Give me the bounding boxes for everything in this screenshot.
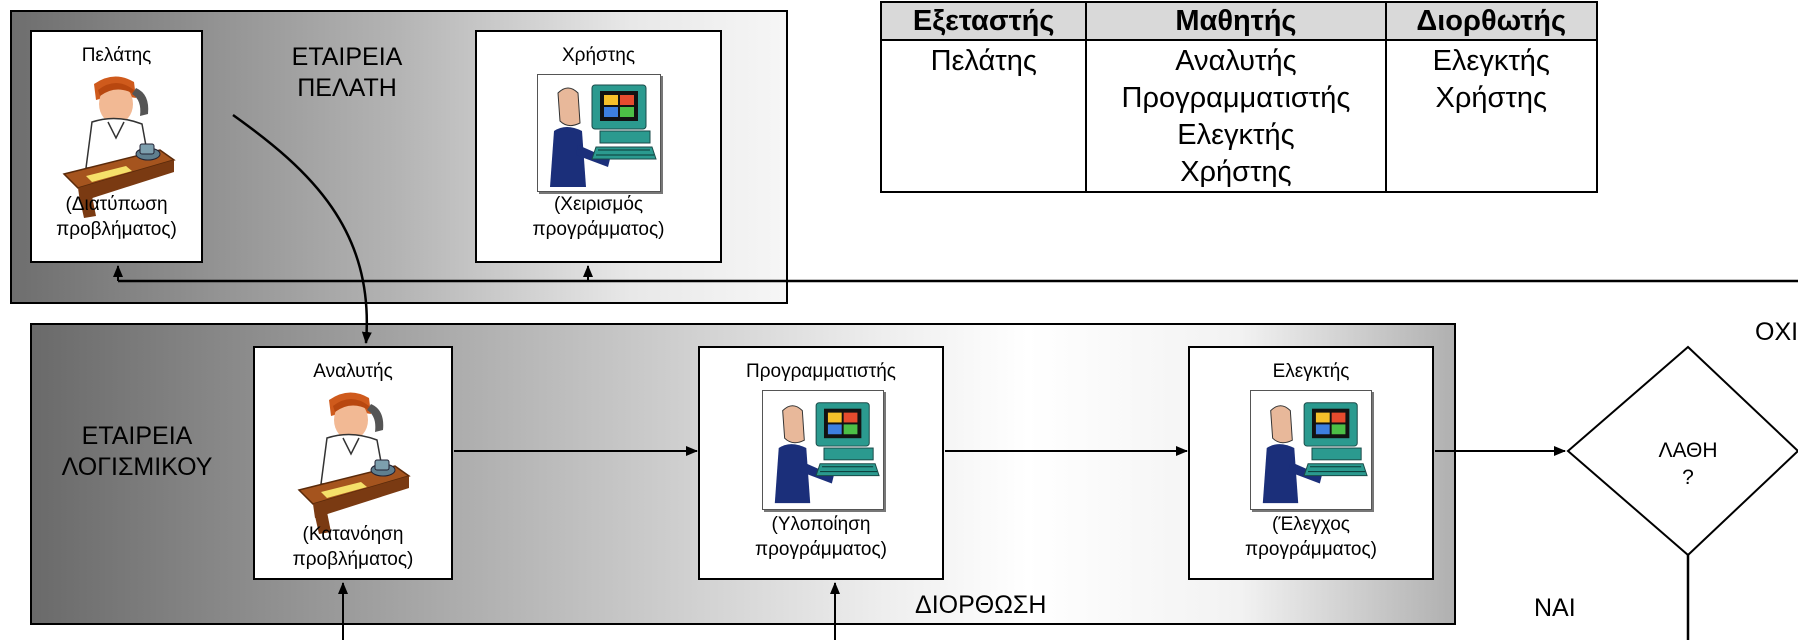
person-at-desk-on-phone-icon [62,76,176,218]
decision-label: ΛΑΘΗ ? [1608,437,1768,491]
examiner-cell: Πελάτης [879,39,1088,193]
user-caption-line1: (Χειρισμός [553,194,644,215]
student-item: Αναλυτής [1175,45,1297,77]
programmer-card-caption: (Υλοποίηση προγράμματος) [700,512,942,562]
user-card-title: Χρήστης [561,45,635,66]
examiner-item: Πελάτης [930,45,1037,77]
client-caption-line1: (Διατύπωση [65,194,168,215]
person-at-computer-icon [1262,402,1368,504]
programmer-caption-line1: (Υλοποίηση [771,514,871,535]
programmer-card: Προγραμματιστής (Υλοποίηση προγράμματος) [698,346,944,580]
software-company-label-line1: ΕΤΑΙΡΕΙΑ [81,422,193,450]
yes-label: ΝΑΙ [1534,594,1576,622]
client-card-title: Πελάτης [81,45,152,66]
programmer-card-title: Προγραμματιστής [746,361,896,382]
corrector-item: Χρήστης [1435,82,1547,114]
roles-table-header-row: Εξεταστής Μαθητής Διορθωτής [879,1,1598,41]
client-company-label-line2: ΠΕΛΑΤΗ [297,74,397,102]
analyst-card-title: Αναλυτής [313,361,393,382]
client-card-caption: (Διατύπωση προβλήματος) [32,192,201,242]
computer-user-frame [1250,390,1372,510]
corrector-item: Ελεγκτής [1432,45,1550,77]
header-corrector: Διορθωτής [1384,1,1598,41]
user-card-caption: (Χειρισμός προγράμματος) [477,192,720,242]
analyst-card: Αναλυτής (Κατανόηση προβλήματος) [253,346,453,580]
decision-label-line2: ? [1682,466,1694,489]
programmer-caption-line2: προγράμματος) [755,539,887,560]
computer-user-frame [762,390,884,510]
software-company-label: ΕΤΑΙΡΕΙΑ ΛΟΓΙΣΜΙΚΟΥ [52,421,222,483]
person-at-computer-icon [774,402,880,504]
student-item: Ελεγκτής [1177,119,1295,151]
analyst-card-caption: (Κατανόηση προβλήματος) [255,522,451,572]
header-student: Μαθητής [1085,1,1387,41]
student-item: Προγραμματιστής [1121,82,1351,114]
no-label: ΟΧΙ [1755,318,1798,346]
client-company-label-line1: ΕΤΑΙΡΕΙΑ [291,43,403,71]
software-company-label-line2: ΛΟΓΙΣΜΙΚΟΥ [61,453,213,481]
client-caption-line2: προβλήματος) [56,219,177,240]
analyst-caption-line1: (Κατανόηση [302,524,404,545]
tester-card-title: Ελεγκτής [1272,361,1350,382]
computer-user-frame [537,74,661,192]
client-to-analyst-connector [232,113,372,344]
person-at-computer-icon [550,84,657,187]
analyst-caption-line2: προβλήματος) [292,549,414,570]
student-cell: Αναλυτής Προγραμματιστής Ελεγκτής Χρήστη… [1085,39,1387,193]
correction-label: ΔΙΟΡΘΩΣΗ [915,591,1047,619]
client-card: Πελάτης (Διατύπωση προβλήματος) [30,30,203,263]
corrector-cell: Ελεγκτής Χρήστης [1384,39,1598,193]
tester-card-caption: (Έλεγχος προγράμματος) [1190,512,1432,562]
roles-table-row: Πελάτης Αναλυτής Προγραμματιστής Ελεγκτή… [879,39,1598,193]
tester-card: Ελεγκτής (Έλεγχος προγράμματος) [1188,346,1434,580]
user-card: Χρήστης (Χειρισμός προγράμματος) [475,30,722,263]
student-item: Χρήστης [1180,156,1292,188]
tester-caption-line1: (Έλεγχος [1272,514,1350,535]
header-examiner: Εξεταστής [879,1,1088,41]
decision-label-line1: ΛΑΘΗ [1658,439,1718,462]
user-caption-line2: προγράμματος) [532,219,665,240]
tester-caption-line2: προγράμματος) [1245,539,1377,560]
roles-table: Εξεταστής Μαθητής Διορθωτής Πελάτης Αναλ… [879,1,1598,193]
person-at-desk-on-phone-icon [297,392,411,534]
client-company-label: ΕΤΑΙΡΕΙΑ ΠΕΛΑΤΗ [282,42,412,104]
